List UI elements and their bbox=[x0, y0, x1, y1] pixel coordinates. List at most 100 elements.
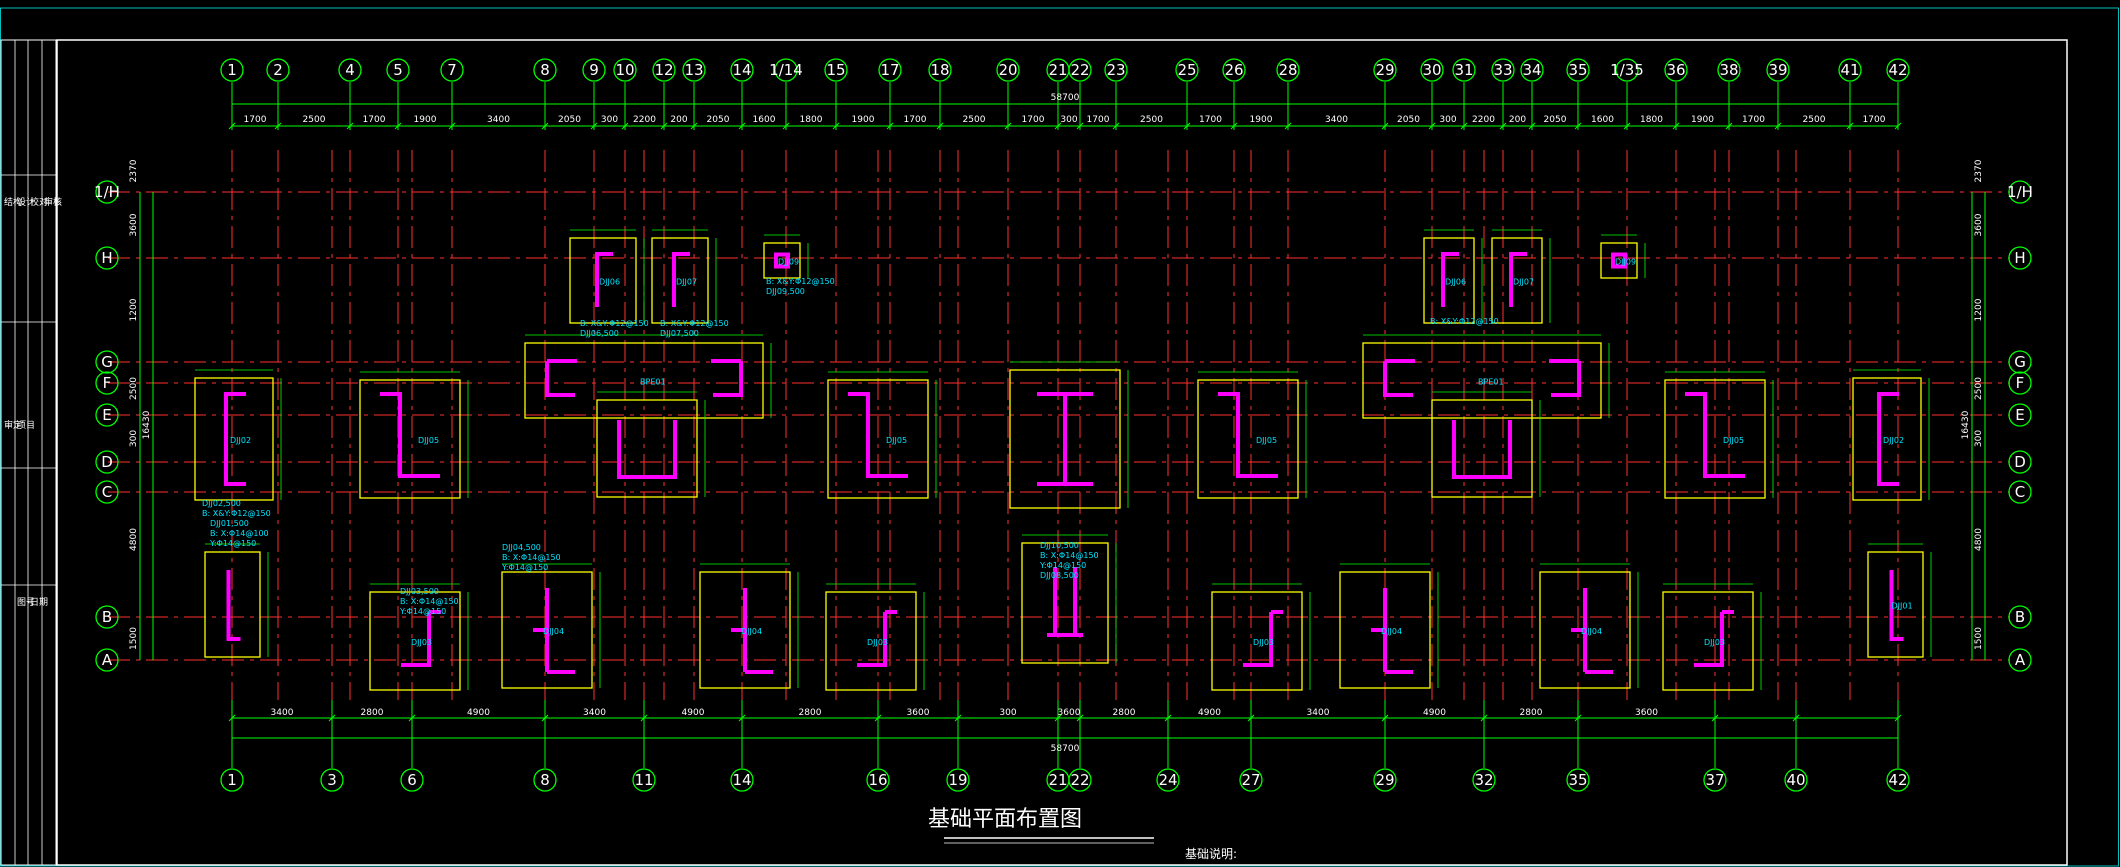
column-shape bbox=[1571, 588, 1613, 674]
dim-tick bbox=[936, 122, 944, 130]
dim-segment-right: 4800 bbox=[1974, 528, 1984, 551]
axis-bubble-left bbox=[95, 350, 119, 374]
column-shape bbox=[1371, 588, 1413, 674]
axis-label-bottom: 21 bbox=[1048, 771, 1067, 789]
axis-bubble-top bbox=[1276, 58, 1300, 82]
dim-segment-top: 1700 bbox=[1742, 115, 1765, 125]
column-shape bbox=[617, 420, 677, 479]
footing-label: DJJ03 bbox=[411, 638, 432, 647]
axis-bubble-left bbox=[95, 480, 119, 504]
axis-label-bottom: 35 bbox=[1568, 771, 1587, 789]
footing-outline bbox=[359, 379, 461, 499]
dim-segment-top: 1900 bbox=[852, 115, 875, 125]
dim-segment-left: 3600 bbox=[129, 213, 139, 236]
footing-note: B: X&Y:Φ12@150 bbox=[660, 319, 729, 328]
dim-tick bbox=[1054, 122, 1062, 130]
dim-tick bbox=[1574, 714, 1582, 722]
footing-label: DJJ03 bbox=[1253, 638, 1274, 647]
dim-segment-top: 1700 bbox=[1087, 115, 1110, 125]
footings bbox=[194, 229, 1932, 691]
axis-bubble-right bbox=[2008, 605, 2032, 629]
footing-outline bbox=[827, 379, 929, 499]
column-shape bbox=[224, 392, 246, 486]
axis-bubble-bottom bbox=[1784, 768, 1808, 792]
axis-bubble-top bbox=[386, 58, 410, 82]
footing-outline bbox=[1362, 342, 1602, 419]
column-shape bbox=[545, 359, 743, 397]
axis-bubble-bottom bbox=[1068, 768, 1092, 792]
dim-segment-top: 200 bbox=[670, 115, 687, 125]
axis-bubble-top bbox=[928, 58, 952, 82]
axis-bubble-top bbox=[1104, 58, 1128, 82]
axis-bubble-top bbox=[1520, 58, 1544, 82]
column-shape bbox=[1441, 252, 1459, 307]
axis-label-bottom: 11 bbox=[634, 771, 653, 789]
footing-outline bbox=[763, 242, 801, 279]
footing-outline bbox=[1600, 242, 1638, 279]
axis-label-top: 17 bbox=[880, 61, 899, 79]
axis-bubble-top bbox=[824, 58, 848, 82]
column-shape bbox=[533, 588, 575, 674]
dim-segment-right: 2500 bbox=[1974, 377, 1984, 400]
dim-segment-bottom: 2800 bbox=[799, 708, 822, 718]
footing-outline bbox=[1539, 571, 1631, 689]
axis-bubble-top bbox=[266, 58, 290, 82]
axis-bubble-left bbox=[95, 246, 119, 270]
axis-label-right: G bbox=[2014, 353, 2026, 371]
dim-tick bbox=[1792, 714, 1800, 722]
dim-tick bbox=[1076, 714, 1084, 722]
axis-bubble-top bbox=[1886, 58, 1910, 82]
axis-bubble-left bbox=[95, 403, 119, 427]
dim-tick bbox=[640, 714, 648, 722]
dim-segment-left: 1500 bbox=[129, 627, 139, 650]
dim-tick bbox=[394, 122, 402, 130]
axis-bubble-top bbox=[1664, 58, 1688, 82]
axis-label-right: F bbox=[2016, 374, 2025, 392]
axis-bubble-top bbox=[682, 58, 706, 82]
footing-outline bbox=[1662, 591, 1754, 691]
dim-tick bbox=[1499, 122, 1507, 130]
footing-label: DJJ02 bbox=[230, 436, 251, 445]
axis-bubble-top bbox=[652, 58, 676, 82]
dim-tick bbox=[660, 122, 668, 130]
dim-tick bbox=[621, 122, 629, 130]
footing-outline bbox=[1197, 379, 1299, 499]
axis-bubble-right bbox=[2008, 246, 2032, 270]
footing-label: BPE01 bbox=[640, 378, 666, 387]
dim-segment-top: 1700 bbox=[1199, 115, 1222, 125]
footing-label: DJJ02 bbox=[1883, 436, 1904, 445]
dim-tick bbox=[1247, 714, 1255, 722]
axis-bubble-left bbox=[95, 605, 119, 629]
title-cell-8: 日期 bbox=[30, 597, 48, 608]
footing-note: DJJ09,500 bbox=[766, 287, 805, 296]
footing-outline bbox=[569, 237, 637, 324]
axis-label-right: E bbox=[2015, 406, 2024, 424]
dim-tick bbox=[1711, 714, 1719, 722]
dim-segment-top: 2050 bbox=[1397, 115, 1420, 125]
axis-bubble-top bbox=[1068, 58, 1092, 82]
axis-label-bottom: 37 bbox=[1705, 771, 1724, 789]
dim-segment-bottom: 4900 bbox=[682, 708, 705, 718]
footing-note: DJJ06,500 bbox=[580, 329, 619, 338]
footing-outline bbox=[194, 377, 274, 501]
dim-segment-top: 300 bbox=[601, 115, 618, 125]
axis-bubble-left bbox=[95, 180, 119, 204]
dim-segment-top: 1900 bbox=[1691, 115, 1714, 125]
dim-segment-bottom: 3400 bbox=[1307, 708, 1330, 718]
title-cell-5: 审定 bbox=[4, 419, 22, 431]
axis-label-top: 22 bbox=[1070, 61, 1089, 79]
footing-label: DJJ03 bbox=[1704, 638, 1725, 647]
column-shape bbox=[595, 252, 613, 307]
footing-note: Y:Φ14@150 bbox=[399, 607, 446, 616]
footing-outline bbox=[825, 591, 917, 691]
column-shape bbox=[1889, 570, 1904, 641]
dim-tick bbox=[738, 122, 746, 130]
column-shape bbox=[1509, 252, 1527, 307]
notes-label: 基础说明: bbox=[1185, 846, 1237, 861]
column-shape bbox=[1611, 252, 1627, 269]
footing-label: DJJ07 bbox=[1513, 278, 1534, 287]
title-block: 结构 设计 校对 审核 审定 项目 图号 日期 bbox=[0, 39, 62, 866]
axis-label-bottom: 32 bbox=[1474, 771, 1493, 789]
